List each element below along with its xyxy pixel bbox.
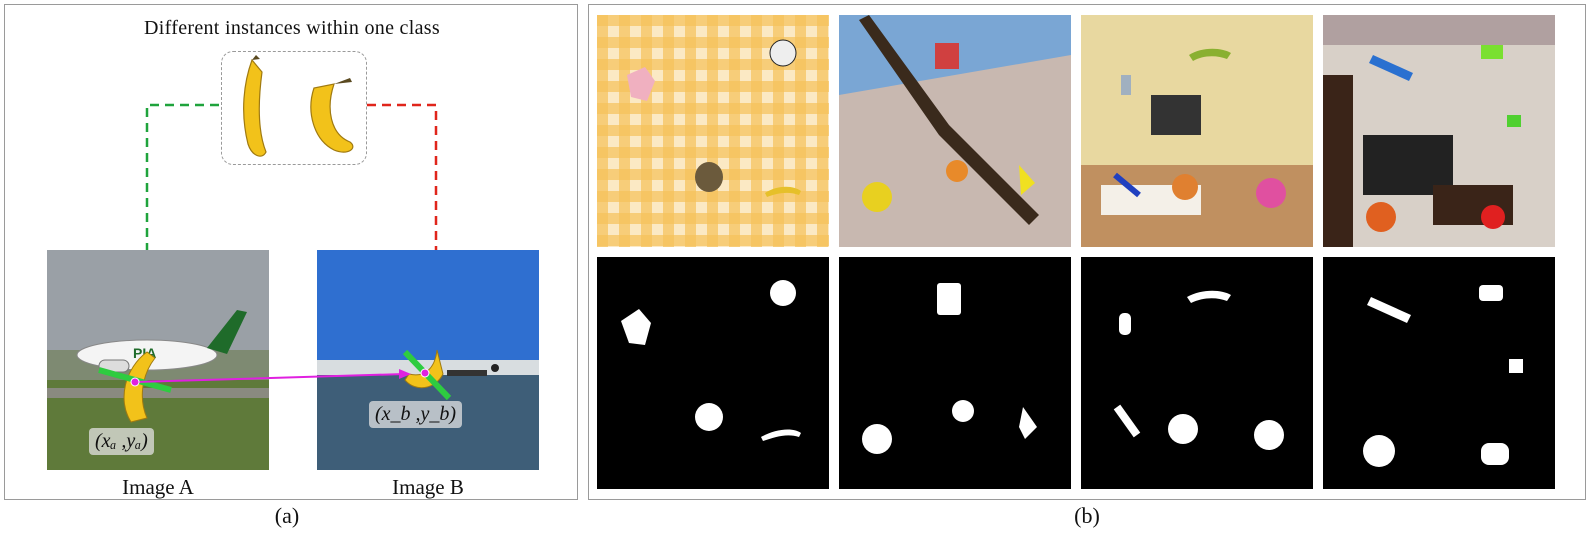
image-a-label: Image A [122, 475, 194, 499]
image-a: PIA [47, 250, 269, 470]
mask-checkered [597, 257, 829, 489]
coordinate-label-b: (x_b ,y_b) [369, 401, 463, 428]
caption-a: (a) [274, 503, 300, 528]
panel-a-title: Different instances within one class [144, 17, 440, 39]
banana-instances-box [221, 51, 367, 165]
panel-a: Different instances within one class PIA [4, 4, 578, 500]
scene-living-room [1081, 15, 1313, 247]
banana-pair-illustration [243, 55, 354, 157]
coordinate-label-a: (xₐ ,yₐ) [89, 428, 154, 455]
scene-tv-room [1323, 15, 1555, 247]
mask-eagle [839, 257, 1071, 489]
panel-b [588, 4, 1586, 500]
caption-b: (b) [1074, 503, 1100, 528]
mask-living-room [1081, 257, 1313, 489]
scene-eagle [839, 15, 1071, 247]
image-b-label: Image B [392, 475, 464, 499]
mask-tv-room [1323, 257, 1555, 489]
scene-checkered [597, 15, 829, 247]
correspondence-arrow [130, 368, 430, 387]
